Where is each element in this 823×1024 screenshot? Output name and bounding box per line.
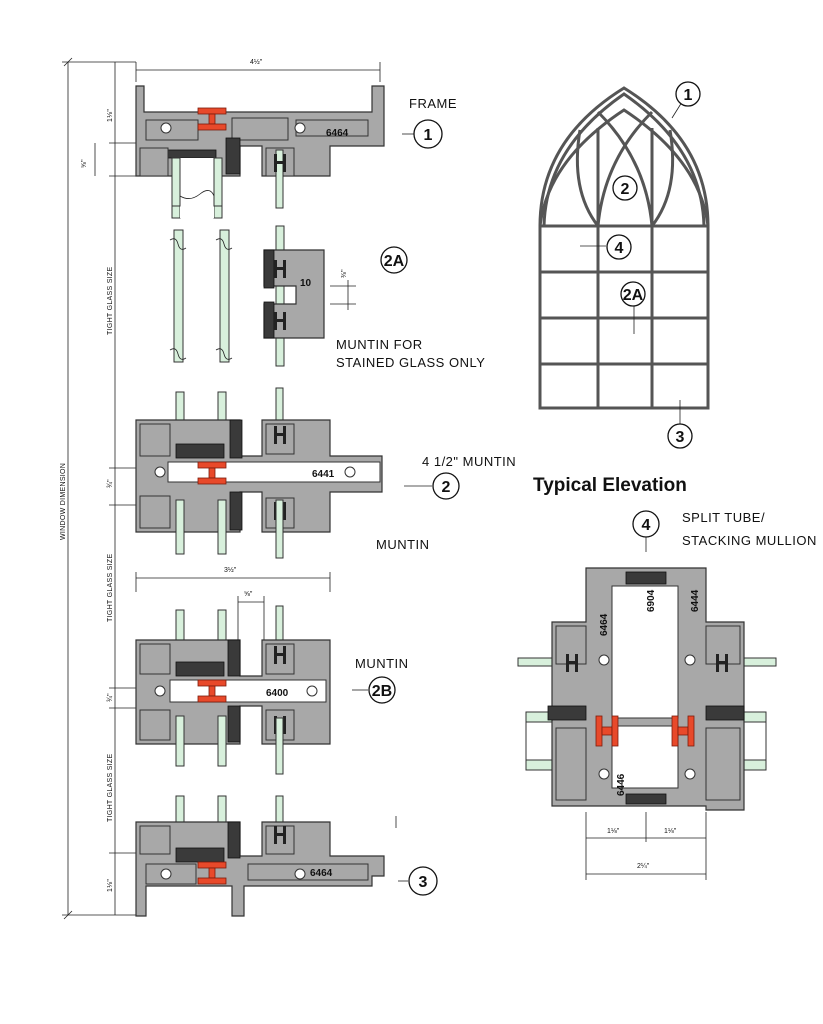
tight-glass-size-3: TIGHT GLASS SIZE bbox=[107, 754, 114, 822]
callout-3-left: 3 bbox=[419, 874, 428, 891]
frame-label: FRAME bbox=[409, 96, 457, 111]
muntin-412-label: 4 1/2" MUNTIN bbox=[422, 454, 516, 469]
typical-elevation-title: Typical Elevation bbox=[533, 475, 687, 496]
split-tube-label-2: STACKING MULLION bbox=[682, 533, 817, 548]
mull-bottom-code: 6446 bbox=[616, 773, 627, 796]
muntin-2-code: 6441 bbox=[312, 469, 335, 480]
mull-right-half-dim: 1⅛" bbox=[664, 828, 677, 835]
callout-2a-left: 2A bbox=[384, 253, 405, 270]
muntin-2b-width-dim: 3½" bbox=[224, 566, 237, 574]
glass-dimension-line: TIGHT GLASS SIZE TIGHT GLASS SIZE TIGHT … bbox=[81, 62, 136, 915]
callout-4-elev: 4 bbox=[615, 240, 624, 257]
window-dimension-line: WINDOW DIMENSION bbox=[60, 57, 136, 920]
callout-1-elev: 1 bbox=[684, 87, 693, 104]
frame-depth-dim: 1⅛" bbox=[107, 109, 114, 122]
muntin-2b-height-dim: ¾" bbox=[107, 693, 114, 702]
mull-right-code: 6444 bbox=[690, 589, 701, 612]
frame-top-section: 4½" 6464 bbox=[135, 58, 385, 219]
callout-4-right: 4 bbox=[642, 517, 651, 534]
frame-bottom-depth-dim: 1⅛" bbox=[107, 879, 114, 892]
muntin-2a-code: 10 bbox=[300, 278, 312, 289]
glass-pocket-dim: ⅝" bbox=[81, 159, 88, 168]
frame-width-dim: 4½" bbox=[250, 58, 263, 66]
callout-2-elev: 2 bbox=[621, 181, 630, 198]
callout-1-left: 1 bbox=[424, 127, 433, 144]
mull-left-half-dim: 1⅛" bbox=[607, 828, 620, 835]
stacking-mullion-section: 6464 6904 6444 6446 1⅛" 1⅛" 2¼" bbox=[517, 567, 777, 880]
muntin-2b-label: MUNTIN bbox=[355, 656, 409, 671]
frame-top-code: 6464 bbox=[326, 128, 349, 139]
frame-bottom-section: 6464 bbox=[135, 795, 397, 917]
muntin-label: MUNTIN bbox=[376, 537, 430, 552]
mull-total-dim: 2¼" bbox=[637, 863, 650, 870]
muntin-2-height-dim: ¾" bbox=[107, 479, 114, 488]
muntin-2-section: 6441 bbox=[135, 387, 383, 559]
callout-2a-elev: 2A bbox=[623, 287, 644, 304]
muntin-2b-code: 6400 bbox=[266, 688, 289, 699]
frame-bottom-code: 6464 bbox=[310, 868, 333, 879]
muntin-stained-label-2: STAINED GLASS ONLY bbox=[336, 355, 485, 370]
muntin-2b-section: 3½" ⅝" 6400 bbox=[135, 566, 331, 775]
window-dimension-label: WINDOW DIMENSION bbox=[60, 463, 67, 540]
tight-glass-size-2: TIGHT GLASS SIZE bbox=[107, 554, 114, 622]
muntin-stained-label-1: MUNTIN FOR bbox=[336, 337, 423, 352]
mull-left-code: 6464 bbox=[599, 613, 610, 636]
mull-top-code: 6904 bbox=[646, 589, 657, 612]
callout-2-left: 2 bbox=[442, 479, 451, 496]
callout-3-elev: 3 bbox=[676, 429, 685, 446]
muntin-2a-section: 10 ⅜" bbox=[169, 225, 356, 367]
muntin-2a-gap-dim: ⅜" bbox=[341, 269, 348, 278]
muntin-2b-pocket-dim: ⅝" bbox=[244, 591, 253, 598]
tight-glass-size-1: TIGHT GLASS SIZE bbox=[107, 267, 114, 335]
split-tube-label-1: SPLIT TUBE/ bbox=[682, 510, 765, 525]
callout-2b-left: 2B bbox=[372, 683, 392, 700]
